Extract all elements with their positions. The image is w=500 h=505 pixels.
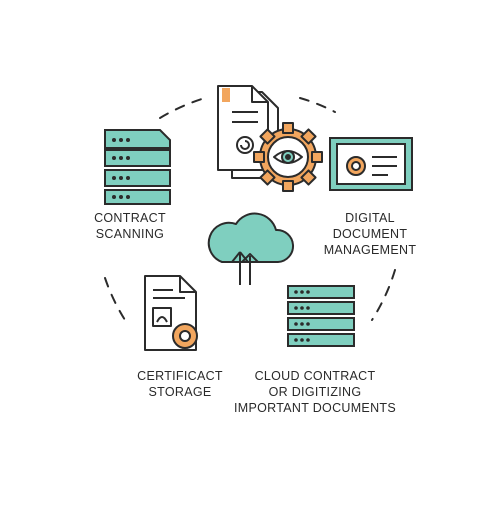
label-line: CLOUD CONTRACT	[254, 369, 376, 383]
label-digital-document-management: DIGITAL DOCUMENT MANAGEMENT	[310, 210, 430, 258]
label-line: MANAGEMENT	[323, 243, 417, 257]
server-stack-icon	[287, 285, 355, 347]
server-rack-icon	[104, 129, 171, 205]
label-line: OR DIGITIZING	[268, 385, 362, 399]
label-contract-scanning: CONTRACT SCANNING	[80, 210, 180, 242]
label-line: CONTRACT	[94, 211, 166, 225]
label-line: CERTIFICACT	[137, 369, 223, 383]
label-line: DOCUMENT	[332, 227, 408, 241]
cloud-upload-icon	[207, 212, 294, 285]
label-cloud-contract: CLOUD CONTRACT OR DIGITIZING IMPORTANT D…	[220, 368, 410, 416]
document-gear-eye-icon	[217, 85, 323, 192]
certificate-icon	[329, 137, 413, 191]
label-line: IMPORTANT DOCUMENTS	[234, 401, 396, 415]
document-gear-icon	[144, 275, 198, 351]
label-line: DIGITAL	[345, 211, 395, 225]
label-line: STORAGE	[148, 385, 212, 399]
dashed-cycle-ring	[104, 97, 396, 321]
label-certificate-storage: CERTIFICACT STORAGE	[120, 368, 240, 400]
label-line: SCANNING	[95, 227, 165, 241]
